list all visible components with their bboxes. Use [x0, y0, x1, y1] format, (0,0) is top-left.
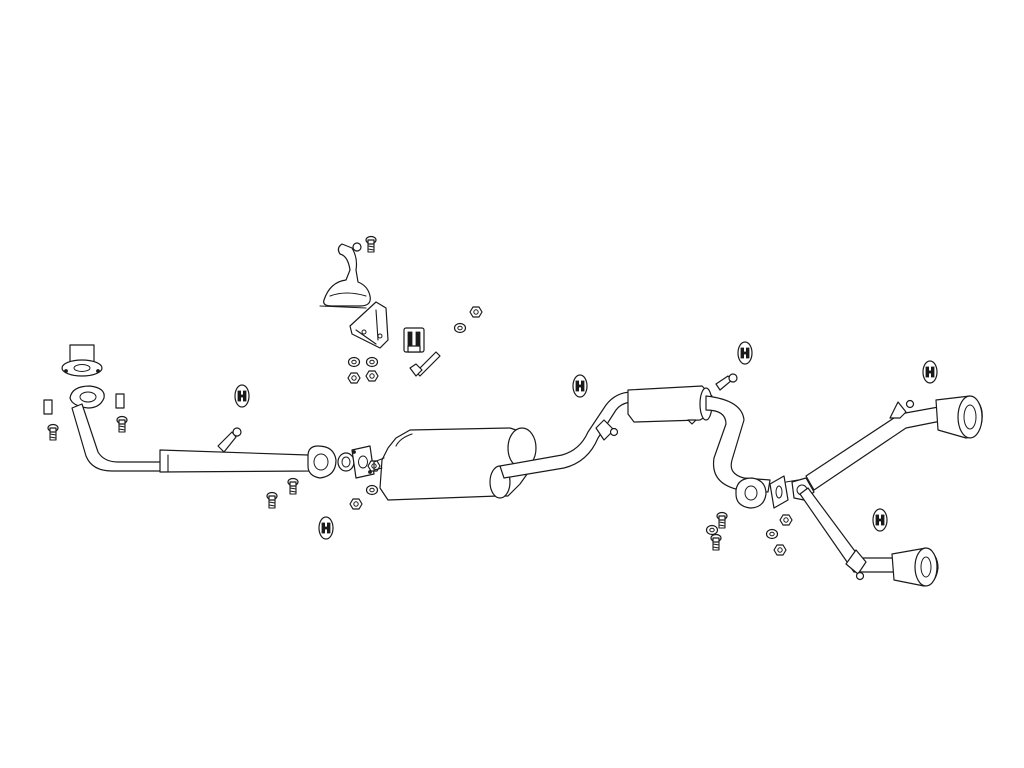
- tip-lower: [891, 547, 939, 587]
- rear-flange-nut: [765, 514, 793, 556]
- tailpipe-hanger-upper: [922, 360, 938, 384]
- rubber-mount: [403, 327, 425, 353]
- bracket-long-bolt: [409, 351, 441, 377]
- front-pipe-flange: [307, 445, 337, 479]
- front-pipe: [71, 403, 311, 473]
- y-pipe-gasket: [769, 475, 789, 509]
- resonator-hanger: [737, 341, 753, 365]
- flange-bolt-2: [266, 491, 278, 509]
- exhaust-bracket: [349, 301, 389, 349]
- stud-bolt-left: [43, 399, 59, 441]
- tailpipe-upper: [805, 399, 947, 491]
- rear-pipe-flange: [735, 477, 767, 509]
- flange-bolt-1: [287, 477, 299, 495]
- bracket-washer: [453, 322, 467, 334]
- flange-hanger-bottom: [318, 516, 334, 540]
- shift-lever-boot: [319, 242, 371, 309]
- stud-bolt-right: [115, 393, 128, 433]
- center-muffler: [373, 427, 537, 501]
- cat-gasket: [337, 452, 355, 472]
- cat-flange: [351, 445, 375, 479]
- manifold-gasket: [69, 385, 105, 409]
- front-pipe-hanger: [234, 384, 250, 408]
- bracket-nuts-lower: [347, 356, 379, 384]
- bracket-nut-upper: [469, 306, 483, 318]
- mid-pipe-hanger: [572, 374, 588, 398]
- shift-bracket-bolt: [365, 235, 377, 253]
- tip-upper: [935, 395, 983, 439]
- tailpipe-hanger-lower: [872, 508, 888, 532]
- rear-flange-bolt-2: [710, 533, 722, 551]
- rear-pipe: [705, 395, 771, 493]
- tailpipe-lower: [799, 487, 901, 581]
- rear-flange-bolt-1: [705, 511, 728, 536]
- manifold-outlet: [61, 344, 103, 377]
